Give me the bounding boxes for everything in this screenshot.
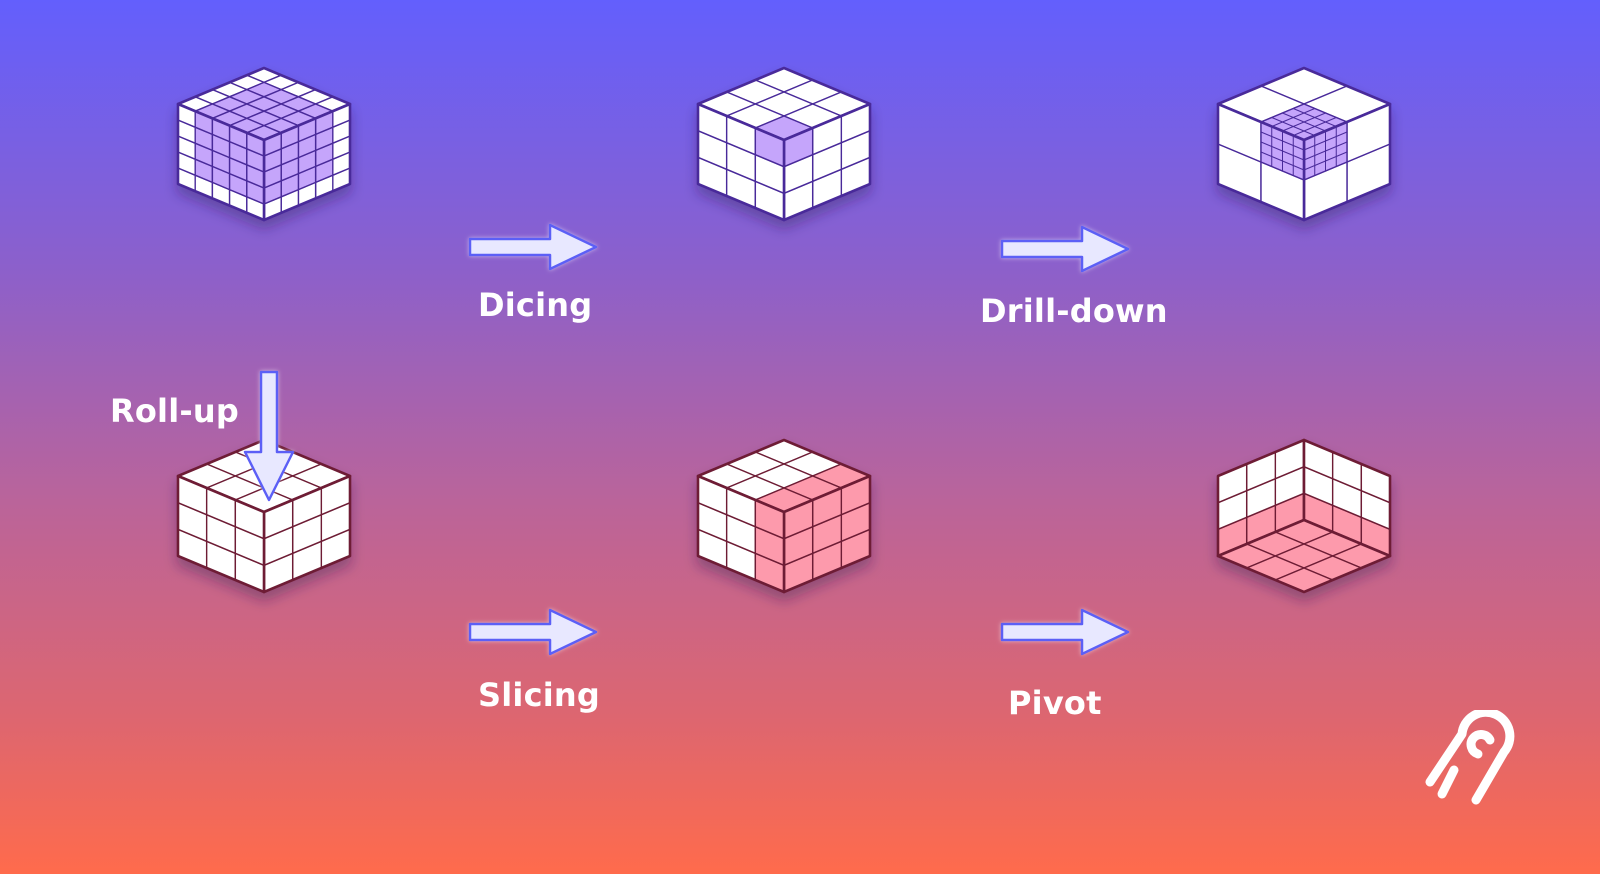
pivot-floor — [1216, 518, 1392, 594]
cube-dicing-result — [696, 66, 872, 222]
cube-rollup-source — [176, 66, 352, 222]
slicing-label: Slicing — [478, 676, 601, 714]
roll-up-label: Roll-up — [110, 392, 239, 430]
dicing-arrow — [468, 223, 598, 271]
cube-drill-down-result — [1216, 66, 1392, 222]
pivot-label: Pivot — [1008, 684, 1102, 722]
drill-down-arrow — [1000, 225, 1130, 273]
cube-pivot-result — [1216, 438, 1392, 594]
dicing-label: Dicing — [478, 286, 593, 324]
pivot-arrow — [1000, 608, 1130, 656]
slicing-arrow — [468, 608, 598, 656]
roll-up-arrow — [243, 370, 295, 502]
cube-slicing-result — [696, 438, 872, 594]
drill-down-label: Drill-down — [980, 292, 1168, 330]
airbyte-logo-icon — [1425, 710, 1515, 805]
